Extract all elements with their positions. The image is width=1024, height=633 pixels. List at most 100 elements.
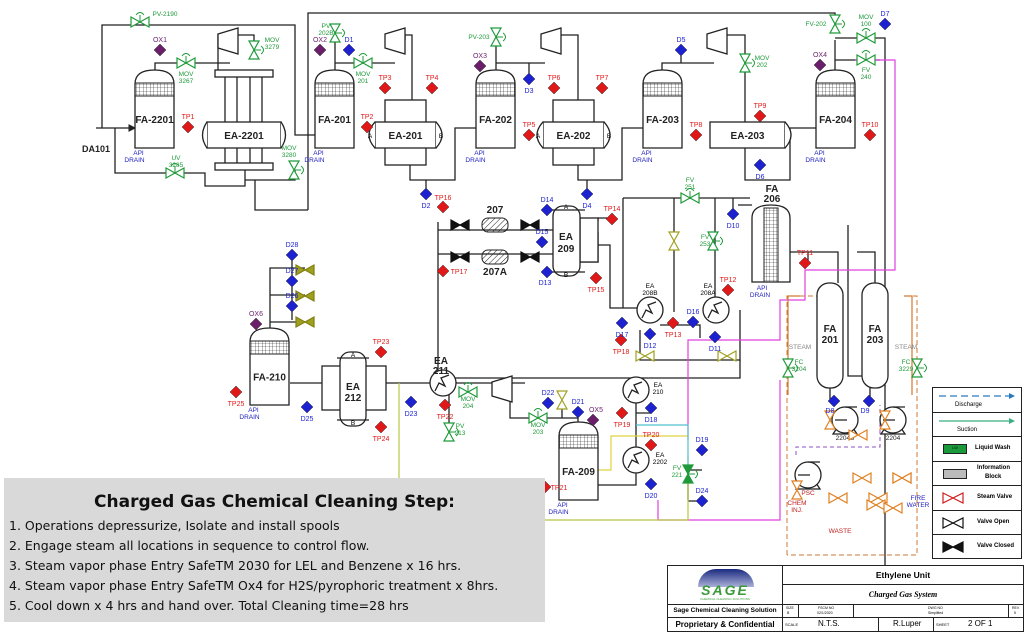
valve-closed-icon[interactable]: [295, 289, 315, 303]
valve-closed-icon[interactable]: [520, 218, 540, 232]
oxygen-point[interactable]: OX4: [813, 52, 827, 72]
drain-point[interactable]: D15: [536, 229, 549, 249]
oxygen-point[interactable]: OX5: [586, 407, 603, 427]
drain-point[interactable]: D8: [826, 394, 841, 415]
test-point[interactable]: TP13: [665, 316, 682, 339]
oxygen-point[interactable]: OX1: [153, 37, 167, 57]
ea209[interactable]: A B EA 209: [549, 204, 599, 279]
control-valve[interactable]: FV-202: [806, 14, 845, 34]
steam-valve-icon[interactable]: [823, 410, 837, 430]
oxygen-point[interactable]: OX2: [313, 37, 327, 57]
drain-point[interactable]: D3: [522, 72, 536, 95]
drain-point[interactable]: D14: [541, 197, 554, 217]
exchanger-ea203[interactable]: EA-203: [709, 121, 792, 149]
control-valve[interactable]: PV-2190: [130, 11, 178, 29]
valve-closed-icon[interactable]: [295, 263, 315, 277]
tower-fa203[interactable]: FA 203: [861, 282, 889, 389]
valve-open-icon[interactable]: [635, 349, 655, 363]
fa206[interactable]: FA 206: [751, 184, 791, 283]
drain-point[interactable]: D26: [286, 293, 299, 313]
test-point[interactable]: TP22: [437, 398, 454, 421]
drain-point[interactable]: D6: [753, 158, 767, 181]
drain-point[interactable]: D24: [696, 488, 709, 508]
drain-point[interactable]: D28: [286, 242, 299, 262]
drain-point[interactable]: D25: [301, 400, 314, 423]
tower-fa201[interactable]: FA 201: [816, 282, 844, 389]
drain-point[interactable]: D2: [419, 187, 433, 210]
test-point[interactable]: TP4: [426, 75, 439, 95]
drain-point[interactable]: D11: [708, 330, 722, 353]
steam-valve-icon[interactable]: [883, 501, 903, 515]
test-point[interactable]: TP11: [797, 250, 813, 270]
drain-point[interactable]: D12: [644, 327, 657, 350]
valve-closed-icon[interactable]: [295, 315, 315, 329]
test-point[interactable]: TP6: [548, 75, 561, 95]
test-point[interactable]: TP16: [435, 195, 452, 214]
drain-point[interactable]: D18: [645, 401, 658, 424]
drain-point[interactable]: D5: [674, 37, 688, 57]
drain-point[interactable]: D13: [539, 265, 554, 287]
test-point[interactable]: TP10: [862, 122, 879, 142]
drain-point[interactable]: D7: [878, 11, 892, 31]
test-point[interactable]: TP3: [379, 75, 392, 95]
steam-valve-icon[interactable]: [828, 491, 848, 505]
test-point[interactable]: TP14: [604, 206, 621, 226]
drain-point[interactable]: D19: [696, 437, 709, 457]
ea212[interactable]: A B EA 212: [321, 351, 387, 427]
test-point[interactable]: TP7: [596, 75, 609, 95]
exchanger-ea2201[interactable]: EA-2201: [201, 69, 287, 171]
test-point[interactable]: TP2: [361, 114, 374, 134]
steam-valve-icon[interactable]: [848, 428, 868, 442]
drain-point[interactable]: D10: [727, 207, 740, 230]
drain-point[interactable]: D27: [286, 268, 299, 288]
test-point[interactable]: TP17: [436, 264, 467, 278]
pump-p2204s[interactable]: 2204S: [831, 406, 859, 442]
steam-valve-icon[interactable]: [852, 471, 872, 485]
drain-point[interactable]: D22: [542, 390, 555, 410]
drain-point[interactable]: D21: [572, 399, 585, 419]
steam-valve-icon[interactable]: [892, 471, 912, 485]
steam-valve-icon[interactable]: [878, 410, 892, 430]
test-point[interactable]: TP20: [643, 432, 660, 452]
valve-closed-icon[interactable]: [450, 250, 470, 264]
valve-closed-icon[interactable]: [520, 250, 540, 264]
steam-valve-icon[interactable]: [790, 480, 804, 500]
drain-point[interactable]: D4: [580, 187, 594, 210]
test-point[interactable]: TP9: [754, 103, 767, 123]
test-point[interactable]: TP19: [614, 406, 631, 429]
test-point[interactable]: TP15: [588, 271, 605, 294]
control-valve[interactable]: PV-203: [468, 27, 506, 47]
valve-closed-icon[interactable]: [450, 218, 470, 232]
drain-point[interactable]: D23: [405, 395, 418, 418]
valve-open-icon[interactable]: [667, 231, 681, 251]
test-point[interactable]: TP25: [228, 385, 245, 408]
oxygen-point[interactable]: OX3: [473, 53, 487, 73]
drain-point[interactable]: D9: [861, 394, 876, 415]
